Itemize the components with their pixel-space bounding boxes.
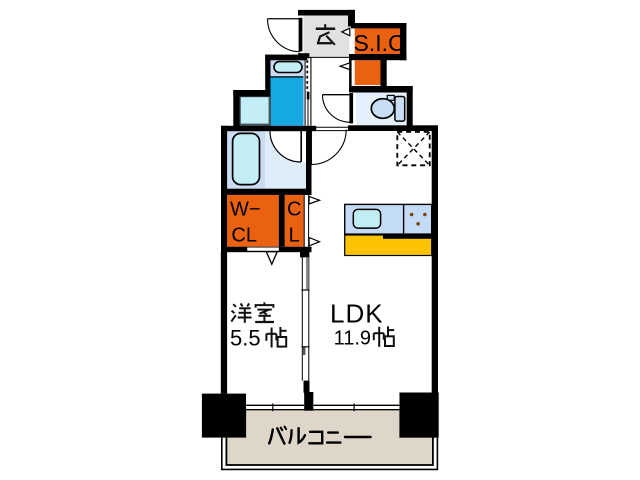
svg-text:CL: CL: [231, 224, 257, 246]
svg-text:C: C: [287, 199, 301, 221]
svg-text:LDK: LDK: [330, 299, 384, 329]
svg-text:L: L: [289, 224, 300, 246]
svg-text:11.9: 11.9: [334, 328, 371, 350]
svg-text:S.I.C: S.I.C: [354, 30, 405, 56]
svg-text:W−: W−: [230, 199, 261, 221]
svg-text:5.5: 5.5: [230, 326, 261, 351]
